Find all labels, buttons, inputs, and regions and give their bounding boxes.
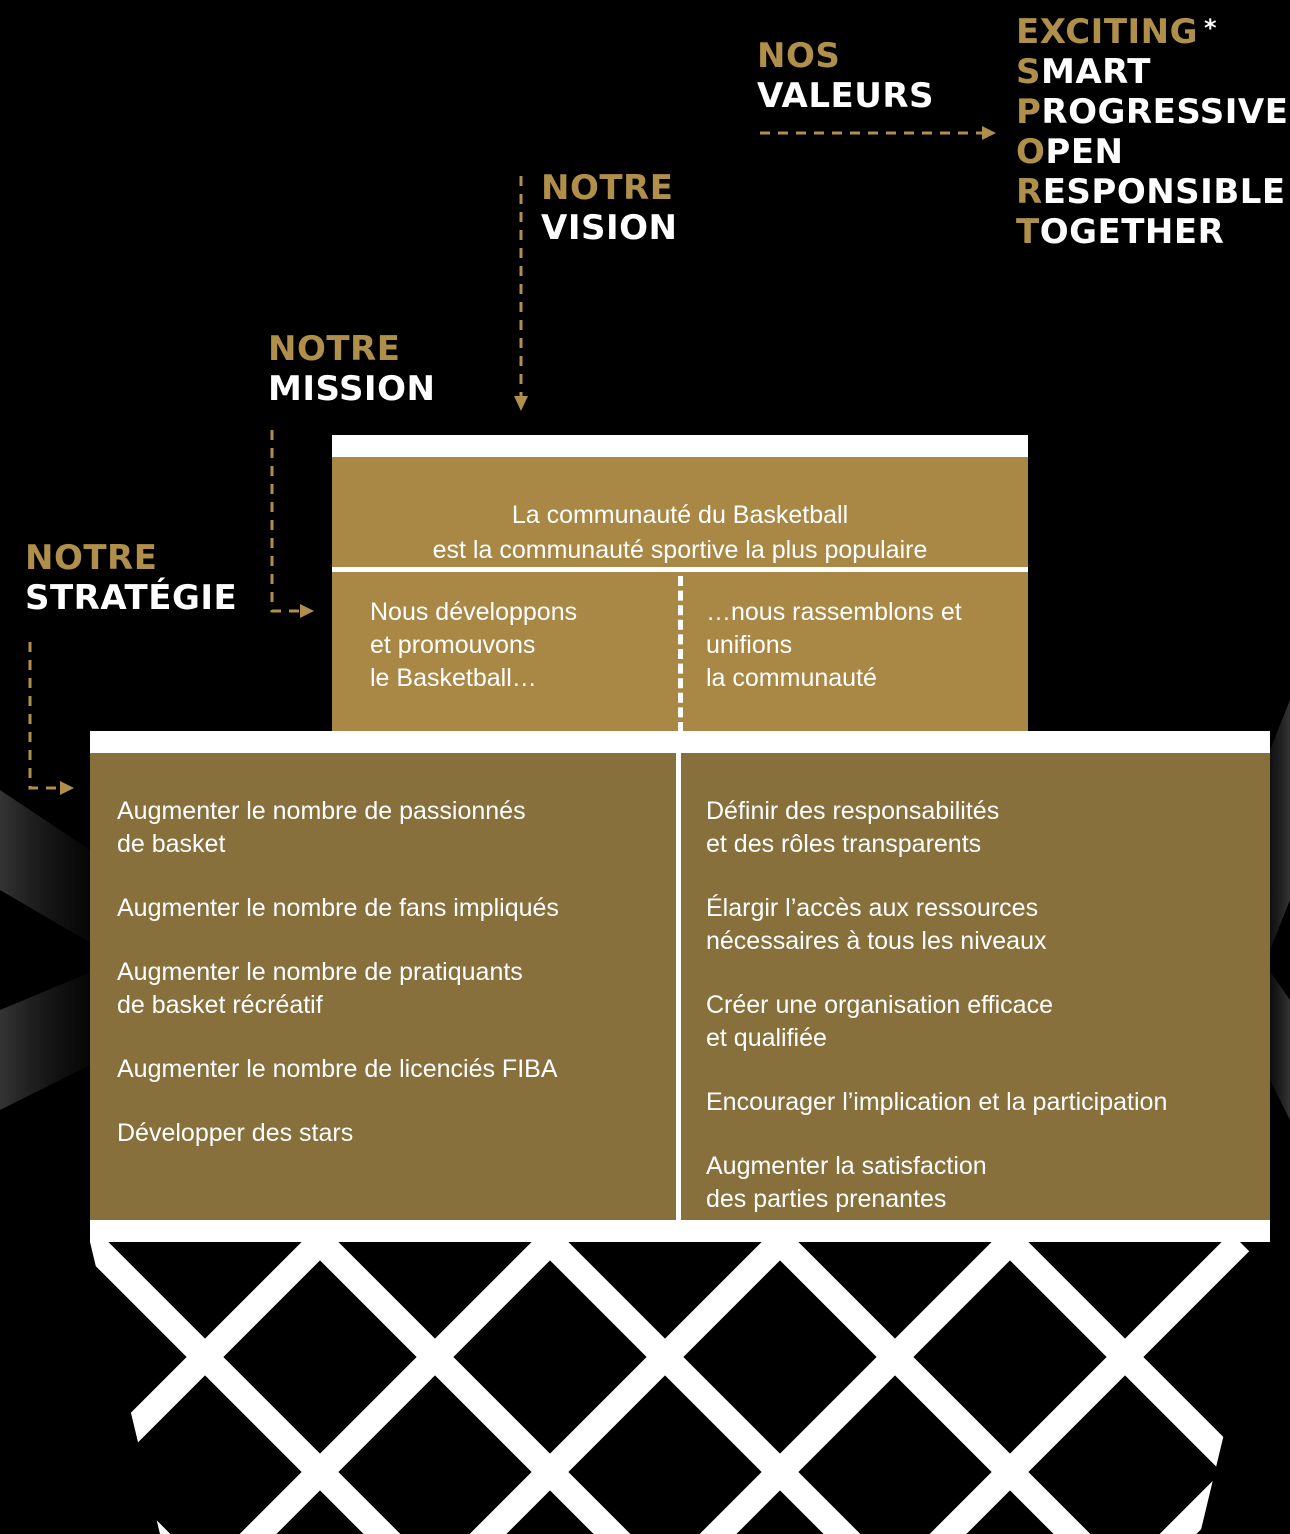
values-title: NOS VALEURS <box>757 36 934 116</box>
value-together: TOGETHER <box>1016 212 1225 252</box>
vision-arrowhead <box>514 396 528 411</box>
list-item: Encourager l’implication et la participa… <box>706 1088 1168 1116</box>
mission-left-text: Nous développons et promouvons le Basket… <box>370 598 578 692</box>
strategy-title: NOTRE STRATÉGIE <box>25 538 238 618</box>
value-open: OPEN <box>1016 132 1124 172</box>
list-item: Augmenter le nombre de fans impliqués <box>117 894 559 922</box>
value-progressive: PROGRESSIVE <box>1016 92 1289 132</box>
value-responsible: RESPONSIBLE <box>1016 172 1286 212</box>
vision-title: NOTRE VISION <box>541 168 678 248</box>
vision-text: La communauté du Basketball est la commu… <box>432 501 928 564</box>
basket-net <box>90 1242 1270 1534</box>
values-title-gold: NOS <box>757 36 841 76</box>
values-list: EXCITING* SMART PROGRESSIVE OPEN RESPONS… <box>1016 12 1288 252</box>
mission-title: NOTRE MISSION <box>268 329 436 409</box>
mission-arrow <box>270 430 302 613</box>
values-title-white: VALEURS <box>757 76 934 116</box>
values-arrowhead <box>982 126 996 140</box>
value-exciting: EXCITING* <box>1016 12 1218 52</box>
mission-box: Nous développons et promouvons le Basket… <box>332 572 1028 732</box>
strategy-arrow <box>28 642 60 790</box>
asterisk: * <box>1204 14 1218 42</box>
mission-divider <box>678 576 683 732</box>
list-item: Augmenter le nombre de licenciés FIBA <box>117 1055 558 1083</box>
mission-right-text: …nous rassemblons et unifions la communa… <box>706 598 962 692</box>
vision-box: La communauté du Basketball est la commu… <box>332 457 1028 567</box>
list-item: Développer des stars <box>117 1119 354 1147</box>
mission-arrowhead <box>300 604 314 618</box>
vision-mission-box: La communauté du Basketball est la commu… <box>332 435 1028 732</box>
strategy-arrowhead <box>60 781 74 795</box>
value-smart: SMART <box>1016 52 1151 92</box>
